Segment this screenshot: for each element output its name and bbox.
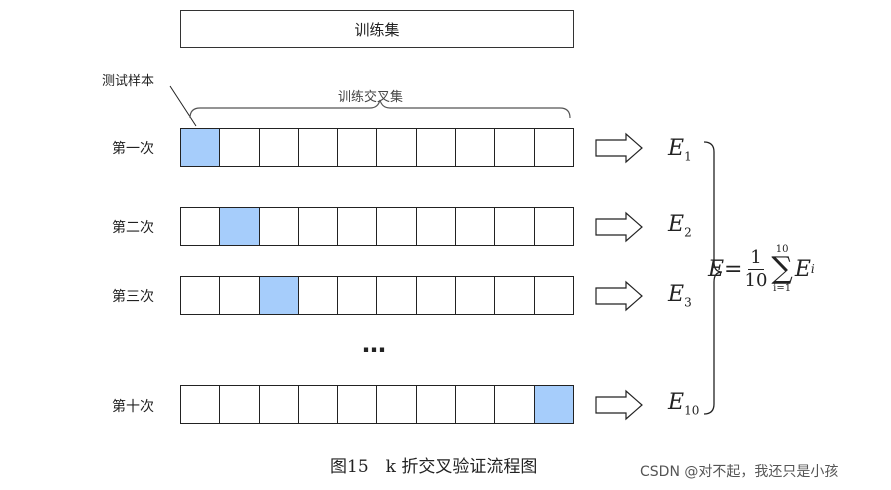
train-cell (377, 276, 417, 315)
fold-row-2 (180, 207, 574, 246)
error-label-2: E2 (668, 212, 692, 240)
formula-denominator: 10 (744, 269, 768, 291)
fold-label-2: 第二次 (112, 220, 154, 236)
training-set-box: 训练集 (180, 10, 574, 48)
fold-label-1: 第一次 (112, 141, 154, 157)
train-cell (456, 128, 496, 167)
train-cell (298, 385, 339, 424)
sum-upper-limit: 10 (775, 244, 789, 255)
error-sub-1: 1 (684, 149, 692, 164)
training-set-label: 训练集 (354, 20, 400, 39)
fold-label-10: 第十次 (112, 399, 154, 415)
train-cell (377, 207, 417, 246)
error-sub-3: 3 (684, 295, 692, 310)
fold-row-3 (180, 276, 574, 315)
train-cell (495, 128, 535, 167)
fold-row-10 (180, 385, 574, 424)
test-sample-label: 测试样本 (102, 74, 155, 89)
train-cell (534, 128, 574, 167)
train-cell (495, 385, 535, 424)
error-label-1: E1 (668, 136, 692, 164)
train-cell (416, 207, 457, 246)
sum-lower-limit: i=1 (773, 283, 792, 294)
train-cell (220, 276, 260, 315)
cv-set-brace (189, 99, 571, 119)
sigma-icon: ∑ (771, 251, 793, 286)
train-cell (338, 385, 378, 424)
train-cell (377, 128, 417, 167)
train-cell (456, 385, 496, 424)
train-cell (456, 276, 496, 315)
train-cell (495, 207, 535, 246)
train-cell (298, 276, 339, 315)
test-cell (259, 276, 299, 315)
train-cell (377, 385, 417, 424)
fold-row-1 (180, 128, 574, 167)
train-cell (338, 207, 378, 246)
test-cell (220, 207, 260, 246)
ellipsis: … (362, 330, 387, 358)
train-cell (259, 207, 299, 246)
train-cell (534, 276, 574, 315)
train-cell (220, 385, 260, 424)
figure-caption: 图15 k 折交叉验证流程图 (330, 457, 538, 477)
error-label-10: E10 (668, 390, 700, 418)
arrow-icon-3 (595, 280, 643, 312)
error-sub-2: 2 (684, 225, 692, 240)
train-cell (180, 276, 221, 315)
arrow-icon-10 (595, 389, 643, 421)
pointer-line (169, 85, 197, 127)
train-cell (180, 385, 221, 424)
train-cell (259, 128, 299, 167)
train-cell (338, 276, 378, 315)
train-cell (534, 207, 574, 246)
error-sub-10: 10 (684, 403, 700, 418)
formula-numerator: 1 (748, 246, 764, 270)
formula-term-sub: i (810, 262, 815, 276)
train-cell (338, 128, 378, 167)
formula-term: E (794, 256, 811, 282)
error-label-3: E3 (668, 282, 692, 310)
train-cell (180, 207, 221, 246)
formula-fraction: 1 10 (745, 247, 768, 292)
test-cell (534, 385, 574, 424)
train-cell (495, 276, 535, 315)
fold-label-3: 第三次 (112, 289, 154, 305)
train-cell (416, 276, 457, 315)
summation: 10 ∑ i=1 (771, 244, 792, 294)
arrow-icon-2 (595, 211, 643, 243)
arrow-icon-1 (595, 132, 643, 164)
cv-set-label: 训练交叉集 (338, 90, 404, 105)
errors-group-brace (703, 141, 723, 415)
train-cell (416, 128, 457, 167)
train-cell (298, 128, 339, 167)
train-cell (259, 385, 299, 424)
test-cell (180, 128, 221, 167)
train-cell (220, 128, 260, 167)
train-cell (298, 207, 339, 246)
watermark: CSDN @对不起，我还只是小孩 (640, 464, 839, 480)
train-cell (456, 207, 496, 246)
train-cell (416, 385, 457, 424)
